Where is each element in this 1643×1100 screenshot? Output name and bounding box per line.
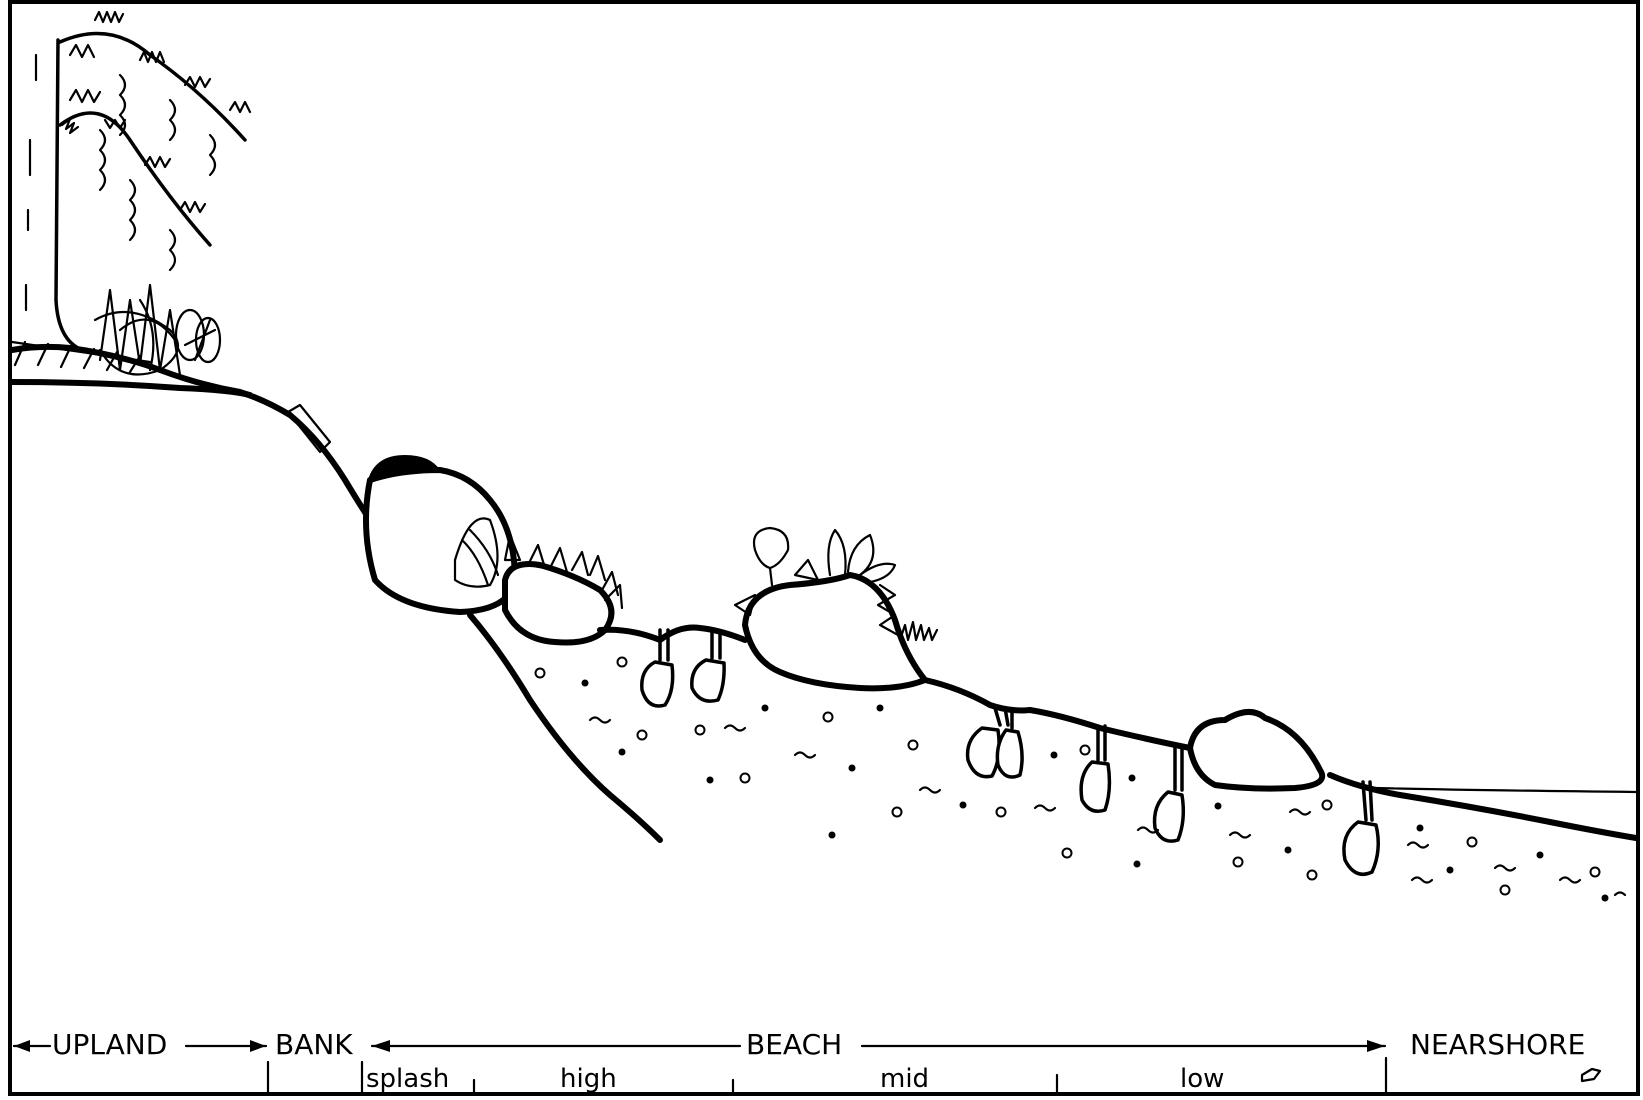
subzone-label-mid: mid [880,1064,929,1094]
zone-label-upland: UPLAND [52,1028,167,1061]
large-boulder [363,455,518,615]
subzone-label-splash: splash [366,1064,449,1094]
sediment-specks [534,656,1627,902]
water-line [1373,786,1638,794]
kelp-holdfasts-mid [965,706,1186,843]
low-rock [1187,709,1326,792]
beach-surface-lower [922,677,1193,751]
diagram-frame [8,0,1640,1096]
zone-label-beach: BEACH [746,1028,842,1061]
subzone-label-low: low [1180,1064,1224,1094]
bank-log [286,403,332,454]
upland-surface [9,379,253,398]
subzone-label-high: high [560,1064,617,1094]
tree-foliage-scribbles [60,10,252,272]
mid-rock-group [733,526,939,692]
barnacle-rock [502,533,624,646]
beach-subsurface-line [467,612,663,843]
kelp-holdfast-low [1342,780,1380,876]
zone-scale [12,1040,1602,1096]
beach-surface-upper [597,624,748,643]
upland-tree [24,10,252,352]
ground-profile [9,343,373,523]
upland-shrubs [93,283,222,377]
zone-label-bank: BANK [275,1028,353,1061]
zone-label-nearshore: NEARSHORE [1410,1028,1585,1061]
kelp-holdfasts-upper [640,628,726,708]
